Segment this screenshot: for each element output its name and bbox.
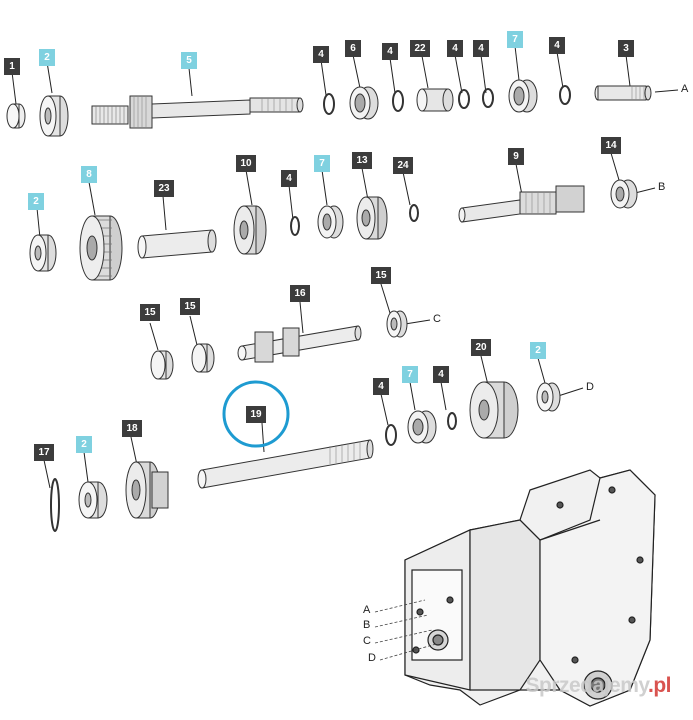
callout-4: 4 <box>373 378 389 395</box>
callout-4: 4 <box>473 40 489 57</box>
callout-1: 1 <box>4 58 20 75</box>
watermark-text: Sprzedajemy <box>525 674 649 697</box>
housing-letter-b: B <box>363 619 371 631</box>
shaft-row-b <box>29 179 638 281</box>
callout-23: 23 <box>154 180 174 197</box>
callout-4: 4 <box>281 170 297 187</box>
highlight-circle <box>222 380 290 448</box>
shaft-row-d <box>50 381 561 532</box>
callout-13: 13 <box>352 152 372 169</box>
callout-7: 7 <box>314 155 330 172</box>
callout-6: 6 <box>345 40 361 57</box>
gearbox-housing <box>404 469 656 707</box>
watermark-logo: Sprzedajemy.pl <box>526 674 672 698</box>
callout-19: 19 <box>246 406 266 423</box>
housing-letter-d: D <box>368 652 376 664</box>
callout-2: 2 <box>76 436 92 453</box>
callout-2: 2 <box>530 342 546 359</box>
shaft-letter-b: B <box>658 181 666 193</box>
callout-8: 8 <box>81 166 97 183</box>
callout-7: 7 <box>402 366 418 383</box>
callout-2: 2 <box>39 49 55 66</box>
callout-24: 24 <box>393 157 413 174</box>
callout-10: 10 <box>236 155 256 172</box>
callout-5: 5 <box>181 52 197 69</box>
callout-4: 4 <box>447 40 463 57</box>
callout-2: 2 <box>28 193 44 210</box>
shaft-letter-d: D <box>586 381 594 393</box>
shaft-row-c <box>150 310 408 380</box>
callout-22: 22 <box>410 40 430 57</box>
callout-17: 17 <box>34 444 54 461</box>
housing-letter-c: C <box>363 635 371 647</box>
shaft-row-a <box>6 79 652 137</box>
callout-3: 3 <box>618 40 634 57</box>
shaft-letter-c: C <box>433 313 441 325</box>
callout-15: 15 <box>180 298 200 315</box>
watermark-suffix: .pl <box>648 674 672 697</box>
callout-4: 4 <box>549 37 565 54</box>
callout-18: 18 <box>122 420 142 437</box>
housing-letter-a: A <box>363 604 371 616</box>
callout-20: 20 <box>471 339 491 356</box>
callout-7: 7 <box>507 31 523 48</box>
callout-4: 4 <box>382 43 398 60</box>
callout-15: 15 <box>140 304 160 321</box>
callout-4: 4 <box>313 46 329 63</box>
callout-15: 15 <box>371 267 391 284</box>
shaft-letter-a: A <box>681 83 689 95</box>
callout-14: 14 <box>601 137 621 154</box>
callout-4: 4 <box>433 366 449 383</box>
callout-16: 16 <box>290 285 310 302</box>
callout-9: 9 <box>508 148 524 165</box>
